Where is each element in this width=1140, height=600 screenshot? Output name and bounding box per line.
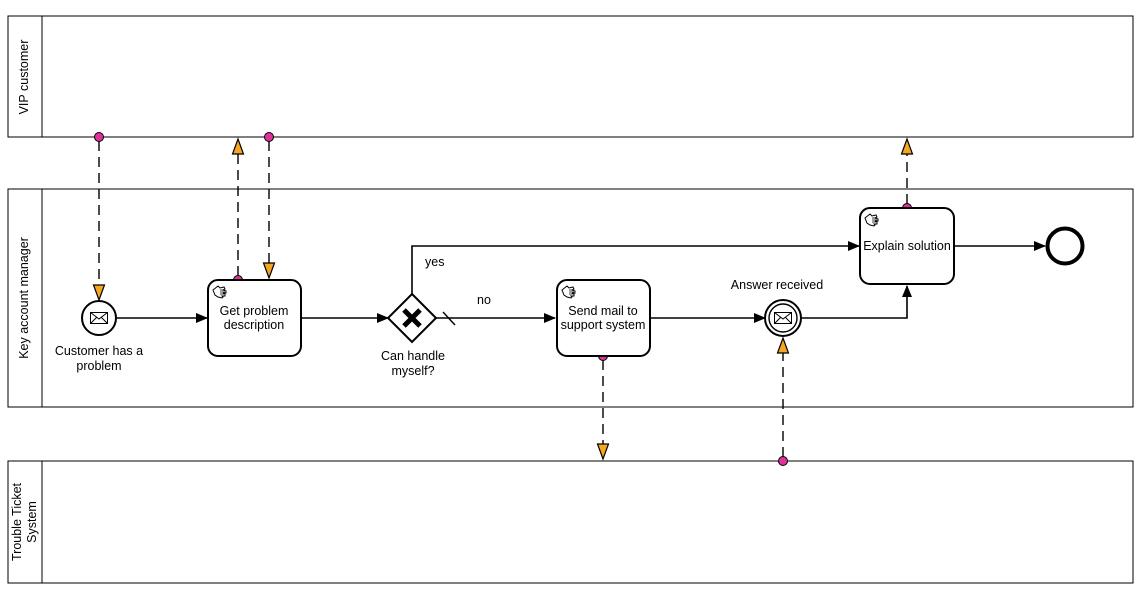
sequence-flows <box>116 241 1046 326</box>
flow-gateway-yes[interactable] <box>411 241 860 294</box>
gateway-label-line-1: Can handle <box>381 349 445 363</box>
message-flow-tts-to-answer[interactable] <box>776 336 790 466</box>
message-flow-vip-to-start[interactable] <box>92 132 106 302</box>
intermediate-event-label: Answer received <box>731 278 823 292</box>
pool-trouble-ticket-system[interactable]: Trouble Ticket System <box>7 460 1134 584</box>
task-send-mail[interactable]: Send mail to support system <box>556 279 651 357</box>
pool-vip-customer[interactable]: VIP customer <box>7 15 1134 138</box>
user-hand-icon <box>864 213 879 227</box>
envelope-icon <box>774 312 792 324</box>
pool-label-vip-customer: VIP customer <box>17 40 31 115</box>
start-event-customer-problem[interactable]: Customer has a problem <box>55 300 143 373</box>
user-hand-icon <box>212 285 227 299</box>
message-flows <box>92 132 914 466</box>
user-hand-icon <box>561 285 576 299</box>
pool-label-key-account-manager: Key account manager <box>17 237 31 359</box>
exclusive-gateway-can-handle[interactable]: Can handle myself? <box>381 292 445 378</box>
envelope-icon <box>90 312 108 324</box>
gateway-label-line-2: myself? <box>391 364 434 378</box>
start-event-label-line-1: Customer has a <box>55 344 143 358</box>
task-label-line-1: Send mail to <box>568 304 638 318</box>
task-label-line-2: description <box>224 318 284 332</box>
start-event-label-line-2: problem <box>76 359 121 373</box>
task-label-line-2: support system <box>561 318 646 332</box>
pool-label-trouble-ticket-line-1: Trouble Ticket <box>10 482 24 561</box>
task-explain-solution[interactable]: Explain solution <box>859 207 955 285</box>
x-icon <box>402 308 422 328</box>
task-label-line-1: Explain solution <box>863 239 951 253</box>
flow-label-no: no <box>477 293 491 307</box>
default-flow-slash <box>442 311 456 326</box>
intermediate-event-answer-received[interactable]: Answer received <box>731 278 823 337</box>
end-event[interactable] <box>1045 226 1085 266</box>
task-label-line-1: Get problem <box>220 304 289 318</box>
pool-label-trouble-ticket-line-2: System <box>25 501 39 543</box>
task-get-problem-description[interactable]: Get problem description <box>207 279 302 357</box>
flow-answer-to-explain[interactable] <box>802 285 912 319</box>
message-flow-vip-to-get-problem[interactable] <box>262 132 276 280</box>
flow-label-yes: yes <box>425 255 444 269</box>
